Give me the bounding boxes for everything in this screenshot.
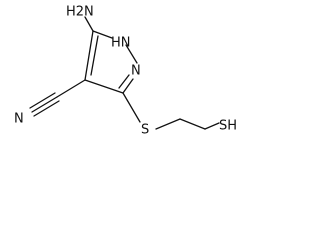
bond-cn-triple-c <box>33 100 60 117</box>
nitrile-n-label: N <box>14 112 24 127</box>
bond-n1-n2 <box>125 44 138 64</box>
molecule-diagram: H2N HN N N S SH <box>14 5 237 138</box>
thioether-s-label: S <box>141 123 149 138</box>
bond-c4-c5-double <box>90 35 99 76</box>
ring-n-label: N <box>131 64 141 79</box>
bond-cn-triple-b <box>29 92 56 109</box>
bond-c4-cn <box>56 79 86 98</box>
bond-cn-triple-a <box>31 96 58 113</box>
bond-c3-c4 <box>84 79 124 94</box>
chemical-structure-canvas: H2N HN N N S SH <box>0 0 244 144</box>
amino-label: H2N <box>66 5 94 20</box>
ring-nh-label: HN <box>111 36 131 51</box>
bond-ch2-sh <box>204 122 220 130</box>
bond-s-ch2 <box>155 118 181 130</box>
bond-c5-n1 <box>92 30 113 39</box>
thiol-sh-label: SH <box>219 119 237 134</box>
bond-c5-nh2 <box>84 16 94 32</box>
bond-c4-c5 <box>84 30 94 81</box>
bond-n2-c3-double <box>118 74 130 89</box>
bond-n2-c3 <box>122 78 134 94</box>
bond-c3-s <box>122 92 141 123</box>
bond-ch2-ch2 <box>179 118 206 130</box>
